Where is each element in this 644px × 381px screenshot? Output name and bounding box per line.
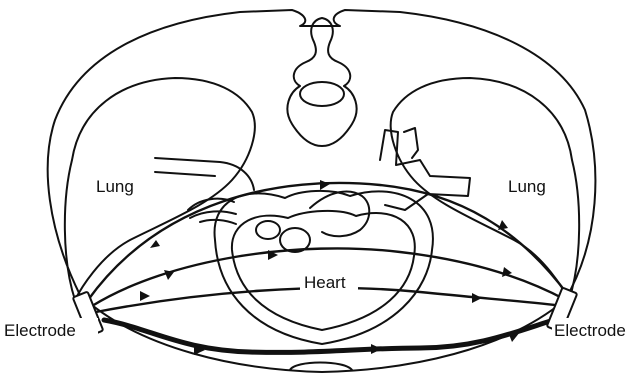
left-lung-label: Lung (96, 177, 134, 196)
arrowhead (150, 240, 160, 248)
pulmonary-vessel-1 (256, 221, 280, 239)
heart-label: Heart (304, 273, 346, 292)
arrowhead (371, 344, 382, 354)
right-electrode-label: Electrode (554, 321, 626, 340)
left-electrode-label: Electrode (4, 321, 76, 340)
heart-chamber-outline (232, 211, 415, 330)
right-bronchial-branch (404, 128, 418, 158)
arrowhead (498, 220, 508, 230)
arrowhead (140, 291, 150, 301)
right-lung-outline (391, 78, 579, 300)
arrowhead (508, 332, 520, 342)
arrowhead (472, 293, 482, 303)
sternum-outline (290, 363, 352, 371)
pericardium-outline (215, 191, 433, 344)
spinal-canal (300, 82, 344, 106)
right-lung-label: Lung (508, 177, 546, 196)
left-lung-outline (65, 78, 255, 300)
left-pulmonary-artery (155, 158, 254, 190)
arrowhead (320, 180, 330, 190)
